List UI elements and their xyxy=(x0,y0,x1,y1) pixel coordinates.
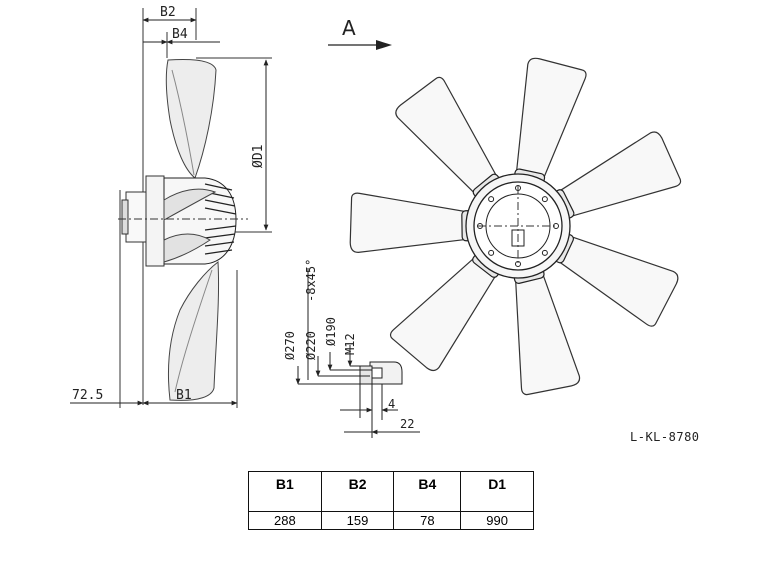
side-view xyxy=(118,8,272,408)
b4-label: B4 xyxy=(172,27,188,42)
view-label-a: A xyxy=(342,16,356,40)
gap-22-label: 22 xyxy=(400,417,414,431)
dia-270-label: Ø270 xyxy=(283,331,297,360)
table-cell: 159 xyxy=(320,511,395,530)
table-header: D1 xyxy=(460,471,534,512)
view-arrow xyxy=(328,40,392,50)
table-header: B4 xyxy=(393,471,462,512)
gap-4-label: 4 xyxy=(388,397,395,411)
table-header-row: B1 B2 B4 D1 xyxy=(248,471,534,512)
hub-bolt xyxy=(488,249,495,256)
b1-label: B1 xyxy=(176,388,192,403)
hole-pattern-label: -8x45° xyxy=(304,259,318,302)
table-cell: 288 xyxy=(248,511,322,530)
table-cell: 78 xyxy=(393,511,462,530)
dimensions-table: B1 B2 B4 D1 288 159 78 990 xyxy=(248,471,534,530)
drawing-code: L-KL-8780 xyxy=(630,430,700,444)
flange-detail xyxy=(295,268,420,438)
m12-label: M12 xyxy=(343,333,357,355)
fan-blade xyxy=(349,192,479,253)
table-header: B1 xyxy=(248,471,322,512)
hub-bolt xyxy=(541,249,548,256)
table-header: B2 xyxy=(320,471,395,512)
hub-bolt xyxy=(488,196,495,203)
fan-blade xyxy=(512,261,581,396)
dia-220-label: Ø220 xyxy=(304,331,318,360)
hub-bolt xyxy=(541,196,548,203)
dia-190-label: Ø190 xyxy=(324,317,338,346)
side-view-dimensions xyxy=(70,17,269,406)
b2-label: B2 xyxy=(160,5,176,20)
offset-label: 72.5 xyxy=(72,388,103,403)
d1-label: ØD1 xyxy=(251,145,266,168)
fan-technical-drawing: B2 B4 ØD1 72.5 B1 A -8x45° Ø270 Ø220 Ø19… xyxy=(70,5,682,438)
front-view xyxy=(349,57,682,396)
table-cell: 990 xyxy=(460,511,534,530)
table-row: 288 159 78 990 xyxy=(248,511,534,530)
